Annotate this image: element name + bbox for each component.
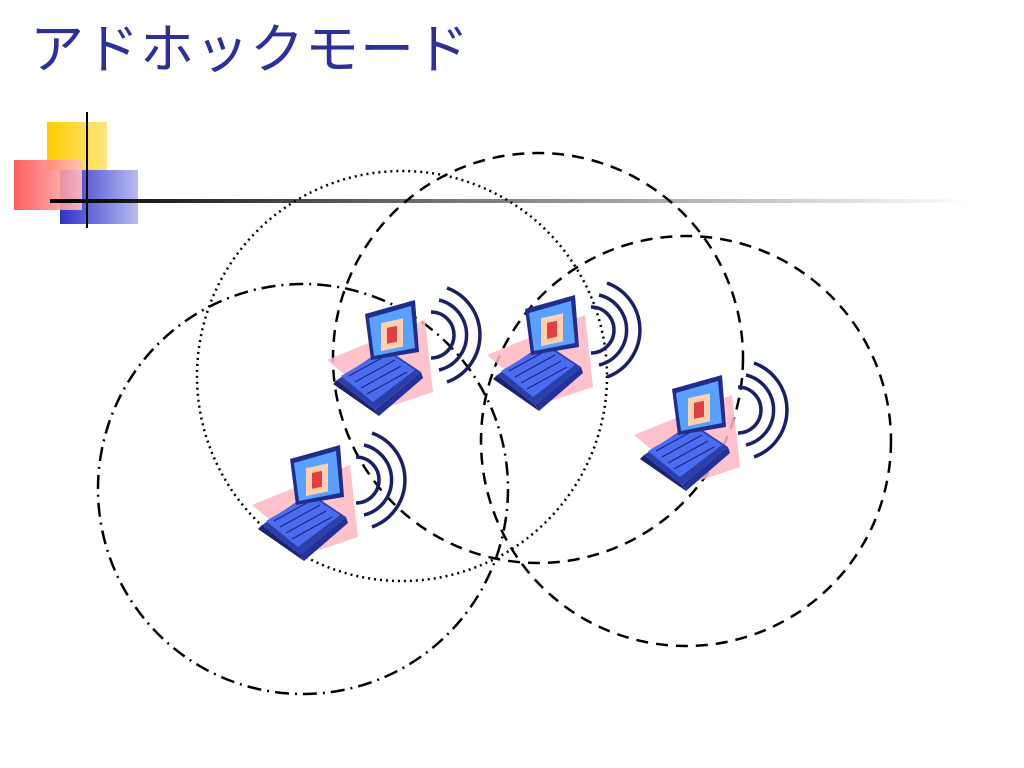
laptop-2	[485, 281, 642, 413]
coverage-dashed-right	[479, 234, 893, 648]
laptop-4	[250, 431, 407, 563]
slide-title: アドホックモード	[30, 18, 470, 81]
laptop-1	[325, 286, 482, 418]
coverage-dashdot-left	[96, 282, 510, 696]
laptop-3	[632, 361, 789, 493]
title-underline	[50, 199, 970, 203]
